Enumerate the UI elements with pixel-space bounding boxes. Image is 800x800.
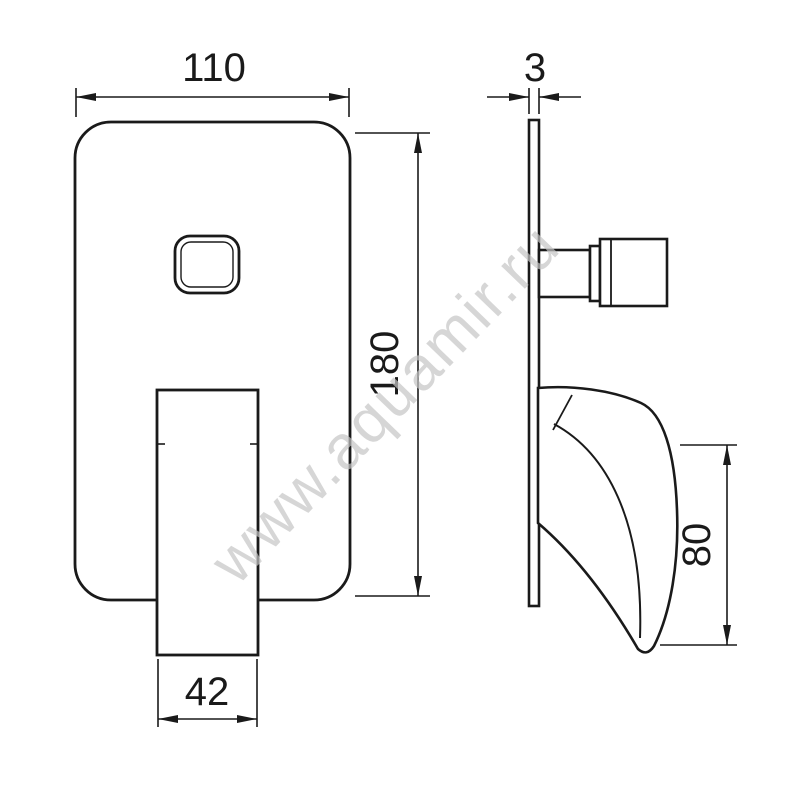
label-plate-thickness: 3: [524, 46, 546, 90]
arrow-down: [723, 625, 731, 645]
front-view: [73, 120, 352, 657]
label-handle-width: 42: [185, 670, 230, 714]
dim-handle-length: [660, 444, 737, 646]
arrow-right: [237, 715, 257, 723]
diverter-knob-side: [598, 237, 669, 308]
side-view: [527, 118, 679, 654]
dim-front-width: [75, 88, 350, 117]
handle-hub-line: [552, 394, 573, 431]
dim-front-height: [355, 132, 430, 597]
diverter-button-inner: [180, 241, 234, 288]
diverter-button-outer: [173, 234, 241, 295]
arrow-up: [414, 133, 422, 153]
arrow-left: [539, 93, 559, 101]
cartridge-stem: [537, 248, 592, 299]
dimensions: [75, 88, 737, 727]
label-front-height: 180: [363, 331, 407, 398]
arrow-left: [158, 715, 178, 723]
lever-handle-front: [155, 388, 260, 657]
label-front-width: 110: [182, 46, 246, 90]
stem-collar: [588, 244, 602, 303]
arrow-left: [76, 93, 96, 101]
arrow-down: [414, 576, 422, 596]
arrow-right: [509, 93, 529, 101]
arrow-right: [329, 93, 349, 101]
dimension-labels: 110 180 42 3 80: [182, 46, 719, 714]
lever-handle-side: [536, 385, 679, 654]
label-handle-length: 80: [675, 523, 719, 568]
arrow-up: [723, 445, 731, 465]
dim-plate-thickness: [487, 88, 581, 114]
mixer-plate-side: [527, 118, 541, 608]
handle-face-curve: [553, 423, 642, 639]
dim-arrows: [76, 93, 731, 723]
